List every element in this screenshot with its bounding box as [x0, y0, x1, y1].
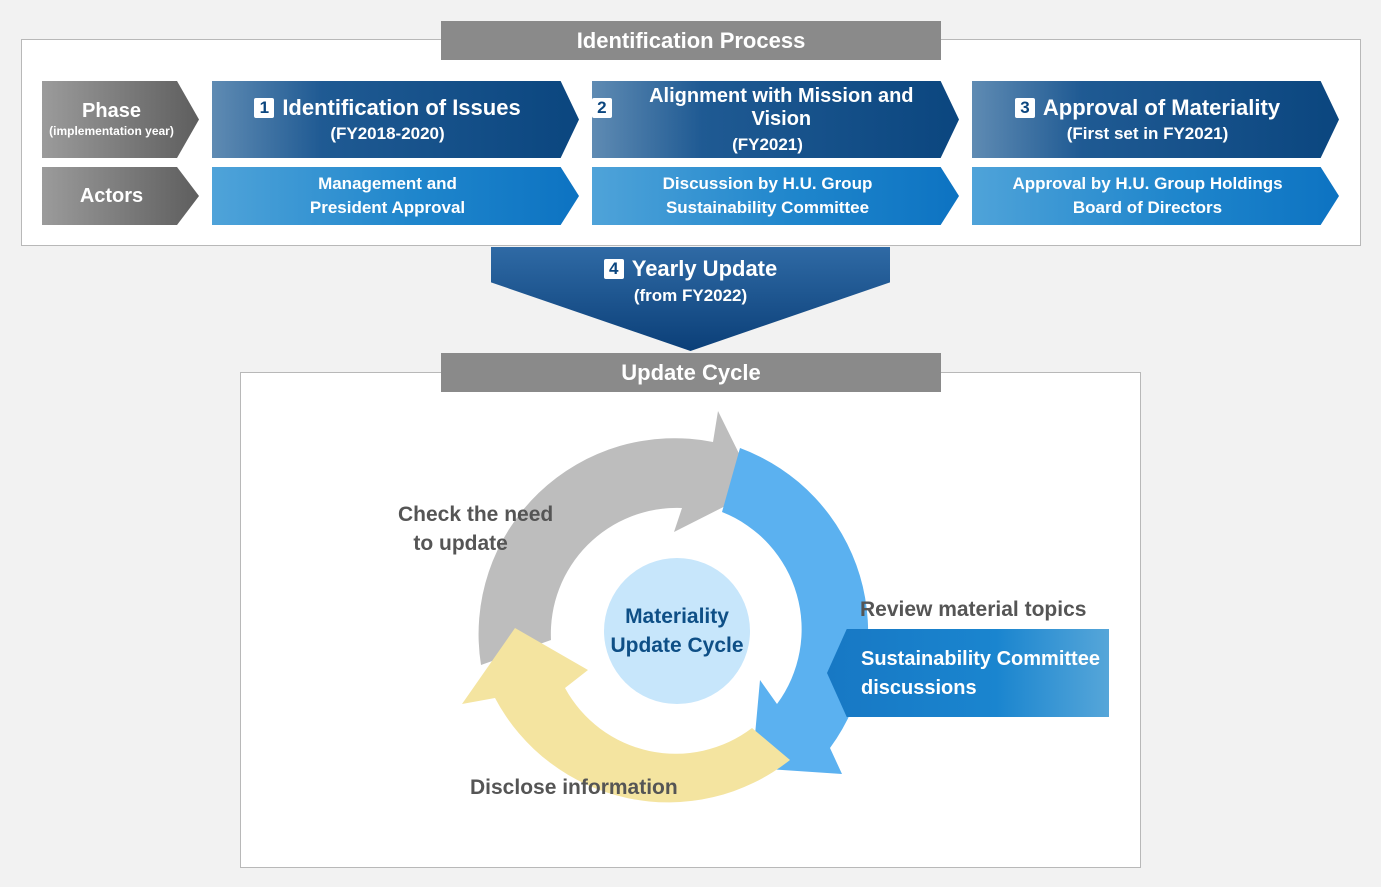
- gray-cycle-arrow: [478, 411, 757, 665]
- phase-3-number: 3: [1014, 97, 1035, 118]
- phase-3-chevron: 3 Approval of Materiality (First set in F…: [972, 81, 1339, 158]
- phase-label: Phase: [82, 100, 141, 123]
- phase-row-label: Phase (implementation year): [42, 81, 199, 158]
- identification-title: Identification Process: [441, 21, 941, 60]
- check-need-line1: Check the need: [398, 503, 554, 526]
- actor-2-chevron: Discussion by H.U. Group Sustainability …: [592, 167, 959, 225]
- phase-1-number: 1: [254, 97, 275, 118]
- actors-label: Actors: [79, 184, 144, 207]
- phase-1-period: (FY2018-2020): [330, 124, 445, 144]
- phase-1-chevron: 1 Identification of Issues (FY2018-2020): [212, 81, 579, 158]
- check-need-line2: to update: [413, 532, 508, 556]
- phase-3-title: Approval of Materiality: [1042, 95, 1281, 121]
- review-topics-label: Review material topics: [860, 598, 1087, 621]
- phase-3-period: (First set in FY2021): [1066, 124, 1229, 144]
- phase-sub-label: (implementation year): [49, 124, 174, 139]
- update-cycle-title: Update Cycle: [441, 353, 941, 392]
- disclose-label: Disclose information: [470, 776, 678, 799]
- yearly-update-number: 4: [603, 259, 624, 279]
- phase-2-period: (FY2021): [732, 134, 803, 154]
- center-line1: Materiality: [625, 604, 729, 628]
- committee-box: Sustainability Committee discussions: [827, 629, 1109, 717]
- yearly-update-period: (from FY2022): [633, 286, 748, 305]
- actor-3-chevron: Approval by H.U. Group Holdings Board of…: [972, 167, 1339, 225]
- center-circle: Materiality Update Cycle: [604, 558, 750, 704]
- yellow-cycle-arrow: [462, 628, 790, 803]
- committee-line1: Sustainability Committee: [861, 648, 1100, 670]
- phase-2-number: 2: [592, 97, 612, 118]
- actor-3-line1: Approval by H.U. Group Holdings: [1012, 174, 1283, 194]
- phase-2-title: Alignment with Mission and Vision: [649, 84, 914, 130]
- actor-1-line1: Management and: [318, 174, 457, 194]
- center-line2: Update Cycle: [610, 634, 744, 657]
- blue-cycle-arrow: [722, 448, 869, 774]
- actor-2-line1: Discussion by H.U. Group: [662, 174, 873, 194]
- actor-1-chevron: Management and President Approval: [212, 167, 579, 225]
- check-need-label: Check the need to update: [398, 500, 553, 559]
- phase-2-chevron: 2 Alignment with Mission and Vision (FY20…: [592, 81, 959, 158]
- actors-row-label: Actors: [42, 167, 199, 225]
- actor-1-line2: President Approval: [309, 198, 466, 217]
- actor-2-line2: Sustainability Committee: [665, 198, 870, 217]
- actor-3-line2: Board of Directors: [1072, 198, 1223, 217]
- yearly-update-title: Yearly Update: [631, 256, 778, 281]
- phase-1-title: Identification of Issues: [282, 95, 521, 121]
- committee-line2: discussions: [861, 677, 977, 699]
